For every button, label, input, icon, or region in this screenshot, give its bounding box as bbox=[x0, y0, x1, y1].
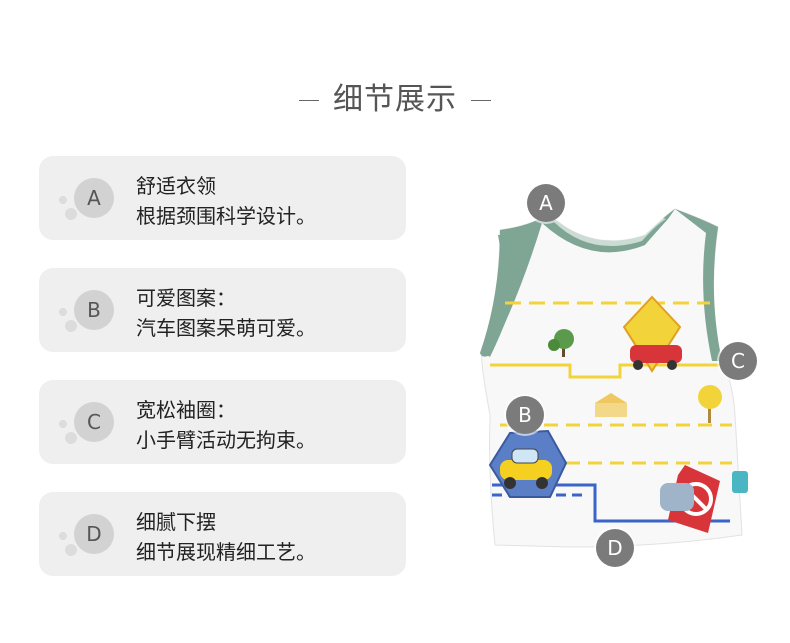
decor-dot bbox=[65, 432, 77, 444]
feature-card-a: A 舒适衣领 根据颈围科学设计。 bbox=[39, 156, 406, 240]
marker-b: B bbox=[506, 396, 544, 434]
decor-dot bbox=[65, 320, 77, 332]
feature-description: 汽车图案呆萌可爱。 bbox=[136, 316, 316, 340]
decor-dot bbox=[59, 308, 67, 316]
feature-heading: 宽松袖圈： bbox=[136, 398, 236, 422]
feature-badge: A bbox=[74, 178, 114, 218]
title-left-dash bbox=[299, 100, 319, 101]
marker-a: A bbox=[527, 184, 565, 222]
road-sign-icon bbox=[622, 295, 682, 373]
product-image: A B C D bbox=[470, 175, 770, 575]
decor-dot bbox=[65, 544, 77, 556]
feature-badge: C bbox=[74, 402, 114, 442]
title-text: 细节展示 bbox=[333, 82, 457, 117]
section-title: 细节展示 bbox=[0, 74, 790, 118]
marker-d: D bbox=[596, 529, 634, 567]
feature-card-b: B 可爱图案： 汽车图案呆萌可爱。 bbox=[39, 268, 406, 352]
decor-dot bbox=[65, 208, 77, 220]
feature-heading: 舒适衣领 bbox=[136, 174, 216, 198]
feature-card-d: D 细腻下摆 细节展现精细工艺。 bbox=[39, 492, 406, 576]
feature-badge: B bbox=[74, 290, 114, 330]
feature-heading: 可爱图案： bbox=[136, 286, 236, 310]
title-right-dash bbox=[471, 100, 491, 101]
marker-c: C bbox=[719, 342, 757, 380]
feature-card-c: C 宽松袖圈： 小手臂活动无拘束。 bbox=[39, 380, 406, 464]
stop-sign-icon bbox=[660, 465, 720, 533]
car-icon bbox=[488, 429, 568, 498]
decor-dot bbox=[59, 532, 67, 540]
decor-dot bbox=[59, 196, 67, 204]
tank-top-image bbox=[480, 208, 748, 548]
feature-heading: 细腻下摆 bbox=[136, 510, 216, 534]
feature-badge: D bbox=[74, 514, 114, 554]
feature-description: 小手臂活动无拘束。 bbox=[136, 428, 316, 452]
tree-icon bbox=[548, 329, 722, 423]
feature-description: 细节展现精细工艺。 bbox=[136, 540, 316, 564]
decor-dot bbox=[59, 420, 67, 428]
feature-description: 根据颈围科学设计。 bbox=[136, 204, 316, 228]
